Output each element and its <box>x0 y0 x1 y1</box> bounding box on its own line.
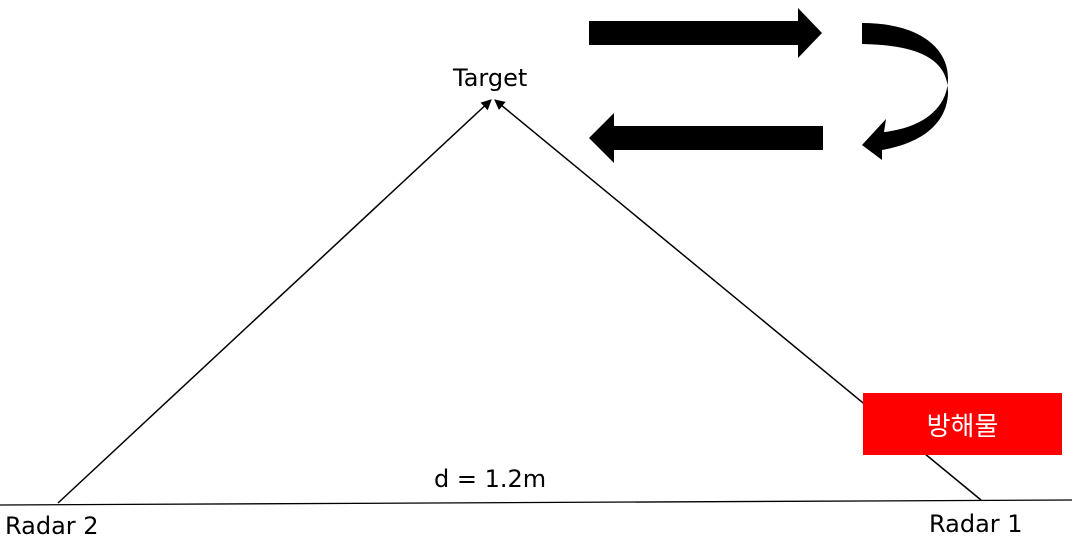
left-arrow-icon <box>589 113 823 163</box>
u-turn-arrow-icon <box>862 23 948 160</box>
obstacle-label: 방해물 <box>926 411 999 442</box>
signal-path-radar-2 <box>57 99 492 504</box>
target-label: Target <box>453 64 528 92</box>
distance-label: d = 1.2m <box>434 465 547 493</box>
obstacle-box: 방해물 <box>863 393 1062 455</box>
radar-2-label: Radar 2 <box>5 512 99 540</box>
ground-line <box>0 499 1072 506</box>
radar-1-label: Radar 1 <box>929 510 1023 538</box>
right-arrow-icon <box>589 8 822 58</box>
